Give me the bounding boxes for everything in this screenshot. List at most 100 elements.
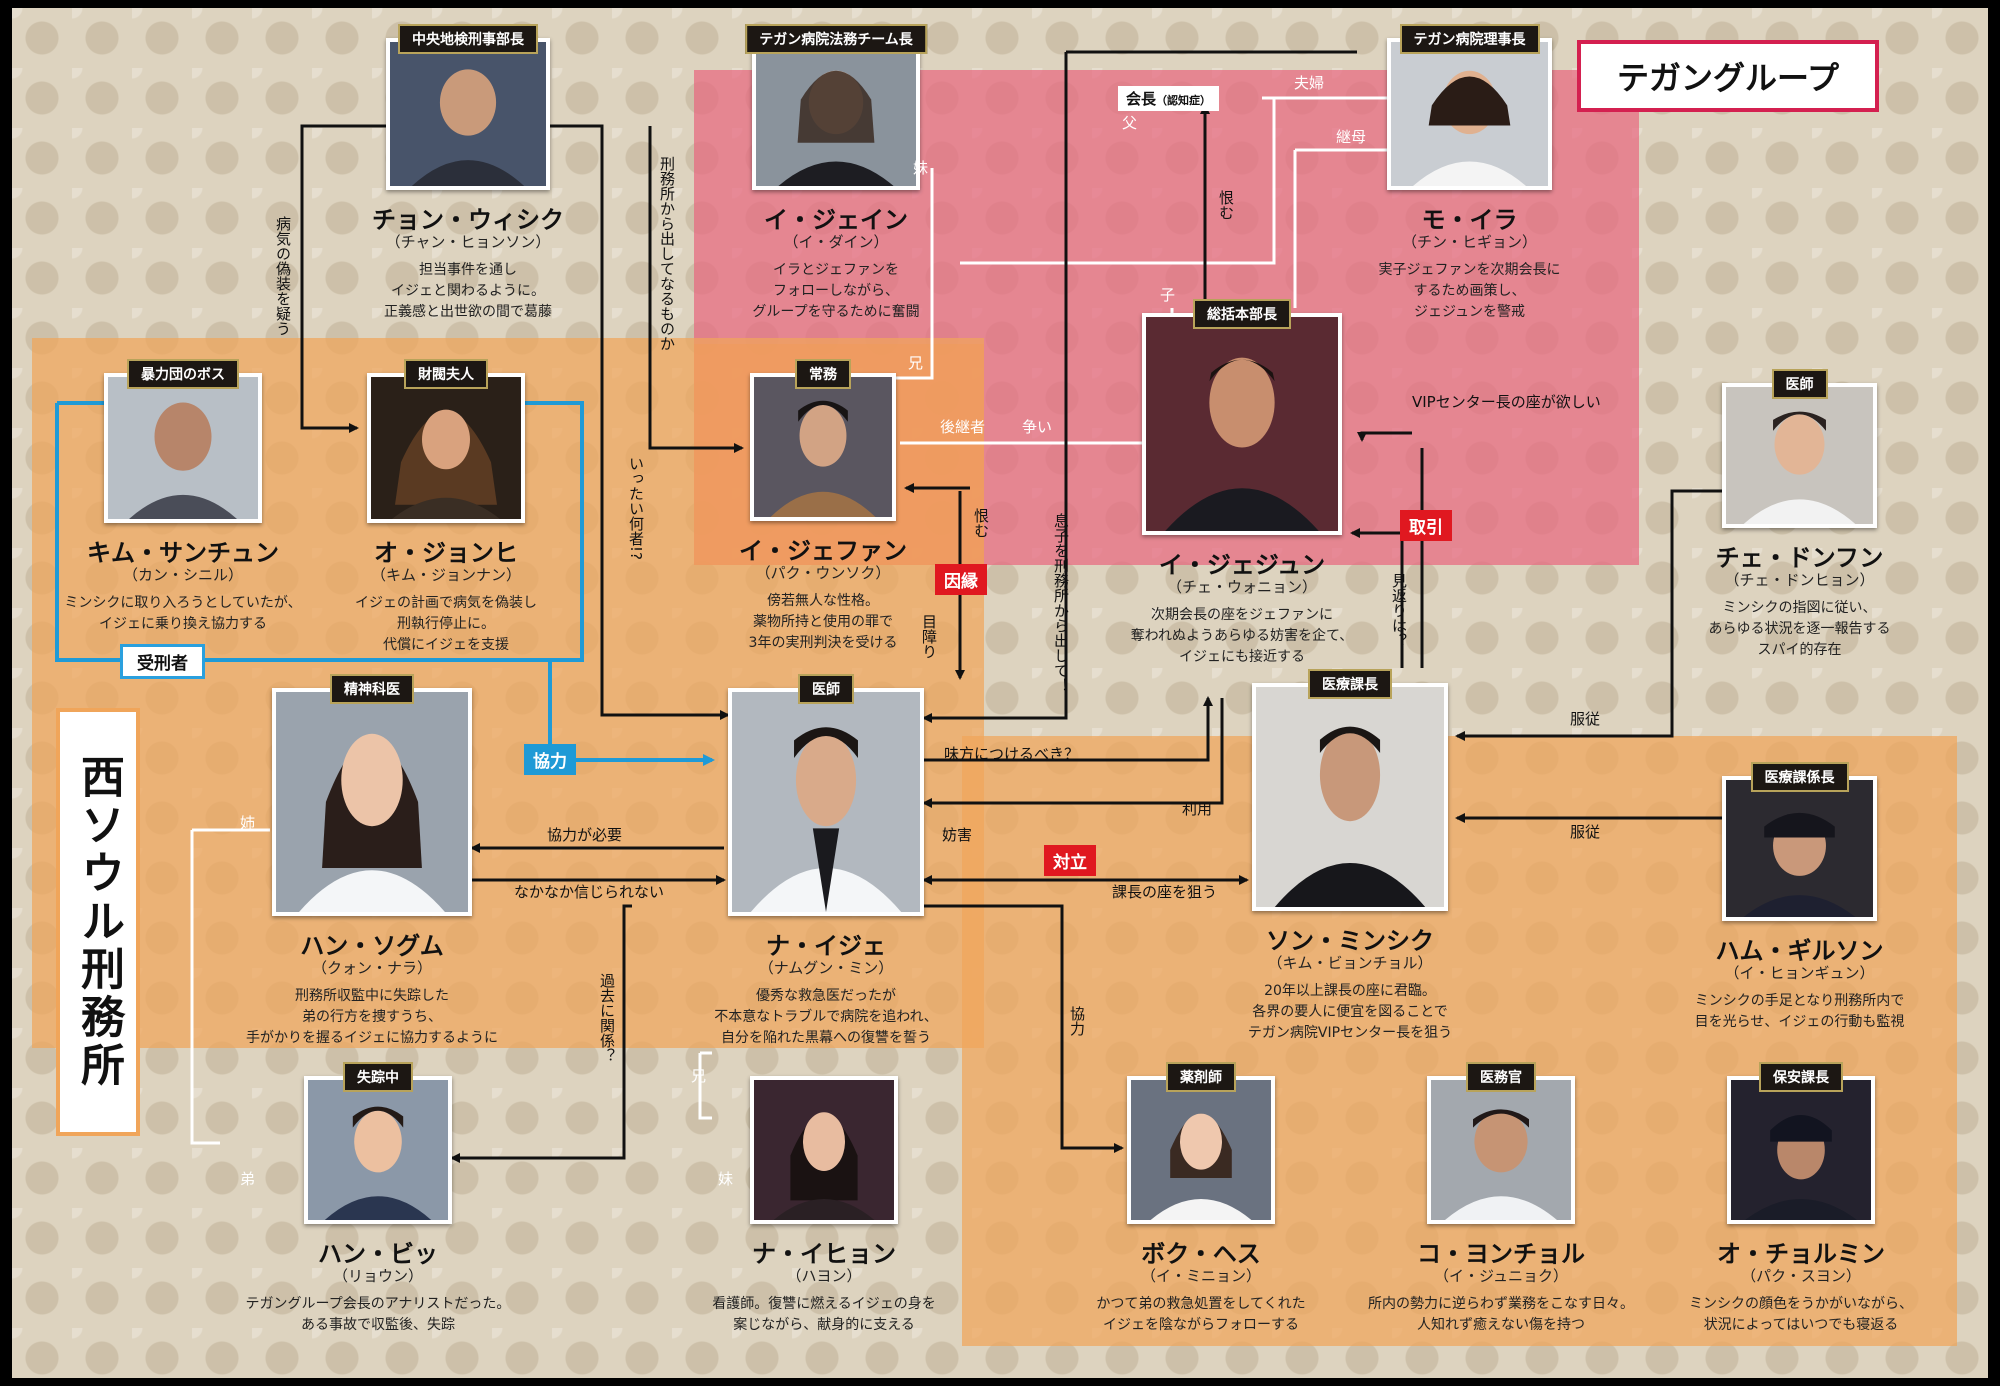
role-tag: 中央地検刑事部長 [398, 24, 538, 54]
character-name: イ・ジェファン [739, 536, 907, 565]
badge-inen: 因縁 [935, 564, 987, 595]
character-description: テガングループ会長のアナリストだった。ある事故で収監後、失踪 [245, 1296, 511, 1333]
label-riyou: 利用 [1182, 800, 1213, 818]
actor-name: （ナムグン・ミン） [758, 959, 894, 977]
taegang-group-title: テガングループ [1577, 40, 1879, 112]
character-description: 看護師。復讐に燃えるイジェの身を案じながら、献身的に支える [712, 1296, 936, 1333]
portrait [304, 1076, 452, 1224]
label-kako: 過去に関係？ [598, 973, 616, 1063]
actor-name: （チャン・ヒョンソン） [385, 233, 551, 251]
label-keimusho: 刑務所から出してなるものか [658, 156, 676, 351]
character-name: コ・ヨンチョル [1417, 1239, 1585, 1268]
character-description: 実子ジェファンを次期会長にするため画策し、ジェジュンを警戒 [1378, 262, 1561, 320]
portrait [1727, 1076, 1875, 1224]
character-name: オ・ジョンヒ [374, 538, 518, 567]
label-kachou: 課長の座を狙う [1112, 883, 1218, 901]
character-name: ハン・ビッ [318, 1239, 438, 1268]
role-tag: 精神科医 [330, 674, 414, 704]
character-name: キム・サンチュン [87, 538, 279, 567]
character-name: ナ・イジェ [766, 931, 886, 960]
character-name: モ・イラ [1421, 205, 1518, 234]
label-mikaeri: 見返りは？ [1390, 573, 1408, 648]
character-name: イ・ジェイン [764, 205, 908, 234]
label-uramu: 恨む [1217, 190, 1235, 220]
character-name: ハン・ソグム [300, 931, 444, 960]
label-mikata: 味方につけるべき？ [944, 745, 1080, 763]
label-imouto-2: 妹 [718, 1170, 734, 1188]
portrait [750, 1076, 898, 1224]
character-name: ボク・ヘス [1141, 1239, 1261, 1268]
role-tag: テガン病院理事長 [1399, 24, 1540, 54]
actor-name: （カン・シニル） [122, 566, 243, 584]
badge-torihiki: 取引 [1400, 510, 1452, 541]
actor-name: （イ・ヒョンギュン） [1724, 964, 1875, 982]
actor-name: （キム・ビョンチョル） [1267, 954, 1433, 972]
label-kyouryoku: 協力 [1068, 1006, 1086, 1036]
role-tag: 保安課長 [1759, 1062, 1843, 1092]
label-bougai: 妨害 [942, 826, 973, 844]
actor-name: （イ・ダイン） [783, 233, 889, 251]
role-tag: 医師 [1771, 369, 1828, 399]
prison-title: 西ソウル刑務所 [56, 708, 140, 1136]
character-name: オ・チョルミン [1717, 1239, 1885, 1268]
character-description: イジェの計画で病気を偽装し刑執行停止に。代償にイジェを支援 [355, 595, 537, 653]
label-ani: 兄 [908, 354, 924, 372]
portrait [752, 38, 920, 190]
label-vip: VIPセンター長の座が欲しい [1412, 393, 1601, 411]
portrait [1427, 1076, 1575, 1224]
portrait [1722, 776, 1877, 921]
label-otouto: 弟 [240, 1170, 256, 1188]
label-kyouryoku-hitsuyou: 協力が必要 [547, 826, 623, 844]
role-tag: 暴力団のボス [127, 359, 239, 389]
portrait [1142, 313, 1342, 535]
actor-name: （ハヨン） [786, 1267, 862, 1285]
actor-name: （リョウン） [332, 1267, 423, 1285]
label-chichi: 父 [1122, 114, 1138, 132]
label-uramu2: 恨む [972, 508, 990, 538]
character-description: 刑務所収監中に失踪した弟の行方を捜すうち、手がかりを握るイジェに協力するように [246, 988, 498, 1046]
portrait [104, 373, 262, 523]
connection-lines [55, 50, 1722, 1163]
character-description: ミンシクの顔色をうかがいながら、状況によってはいつでも寝返る [1689, 1296, 1913, 1333]
character-name: ハム・ギルソン [1715, 936, 1884, 965]
character-name: チョン・ウィシク [372, 205, 564, 234]
label-fuufu: 夫婦 [1294, 74, 1325, 92]
actor-name: （チン・ヒギョン） [1401, 233, 1537, 251]
character-description: 優秀な救急医だったが不本意なトラブルで病院を追われ、自分を陥れた黒幕への復讐を誓… [714, 988, 938, 1046]
role-tag: 財閥夫人 [404, 359, 488, 389]
portrait [1387, 38, 1552, 190]
portrait [272, 688, 472, 916]
actor-name: （パク・スヨン） [1741, 1267, 1861, 1285]
label-ko: 子 [1160, 286, 1176, 304]
label-ani-2: 兄 [689, 1068, 707, 1083]
character-description: 所内の勢力に逆らわず業務をこなす日々。人知れず癒えない傷を持つ [1368, 1296, 1634, 1333]
character-description: 20年以上課長の座に君臨。各界の要人に便宜を図ることでテガン病院VIPセンター長… [1247, 983, 1453, 1041]
character-description: ミンシクに取り入ろうとしていたが、イジェに乗り換え協力する [64, 595, 302, 632]
chairman-label: 会長（認知症） [1118, 86, 1220, 111]
actor-name: （チェ・ドンヒョン） [1724, 571, 1875, 589]
inmates-label: 受刑者 [120, 644, 205, 679]
role-tag: 医務官 [1466, 1062, 1536, 1092]
label-shinji: なかなか信じられない [514, 883, 665, 901]
role-tag: 常務 [795, 359, 851, 389]
badge-kyouryoku: 協力 [524, 744, 576, 775]
portrait [1252, 683, 1448, 911]
portrait [386, 38, 550, 190]
role-tag: 薬剤師 [1166, 1062, 1236, 1092]
portrait [1127, 1076, 1275, 1224]
actor-name: （イ・ミニョン） [1140, 1267, 1261, 1285]
actor-name: （パク・ウンソク） [755, 564, 891, 582]
actor-name: （クォン・ナラ） [311, 959, 432, 977]
character-description: イラとジェファンをフォローしながら、グループを守るために奮闘 [752, 262, 920, 320]
label-ane: 姉 [240, 814, 256, 832]
character-description: 担当事件を通しイジェと関わるように。正義感と出世欲の間で葛藤 [384, 262, 552, 320]
role-tag: テガン病院法務チーム長 [745, 24, 927, 54]
character-name: ソン・ミンシク [1266, 926, 1434, 955]
label-fukuju-1: 服従 [1570, 710, 1601, 728]
label-kokeisha: 後継者 [940, 418, 986, 436]
character-name: チェ・ドンフン [1715, 543, 1884, 572]
label-arasoi: 争い [1022, 418, 1053, 436]
label-fukuju-2: 服従 [1570, 823, 1601, 841]
character-name: イ・ジェジュン [1158, 550, 1326, 579]
